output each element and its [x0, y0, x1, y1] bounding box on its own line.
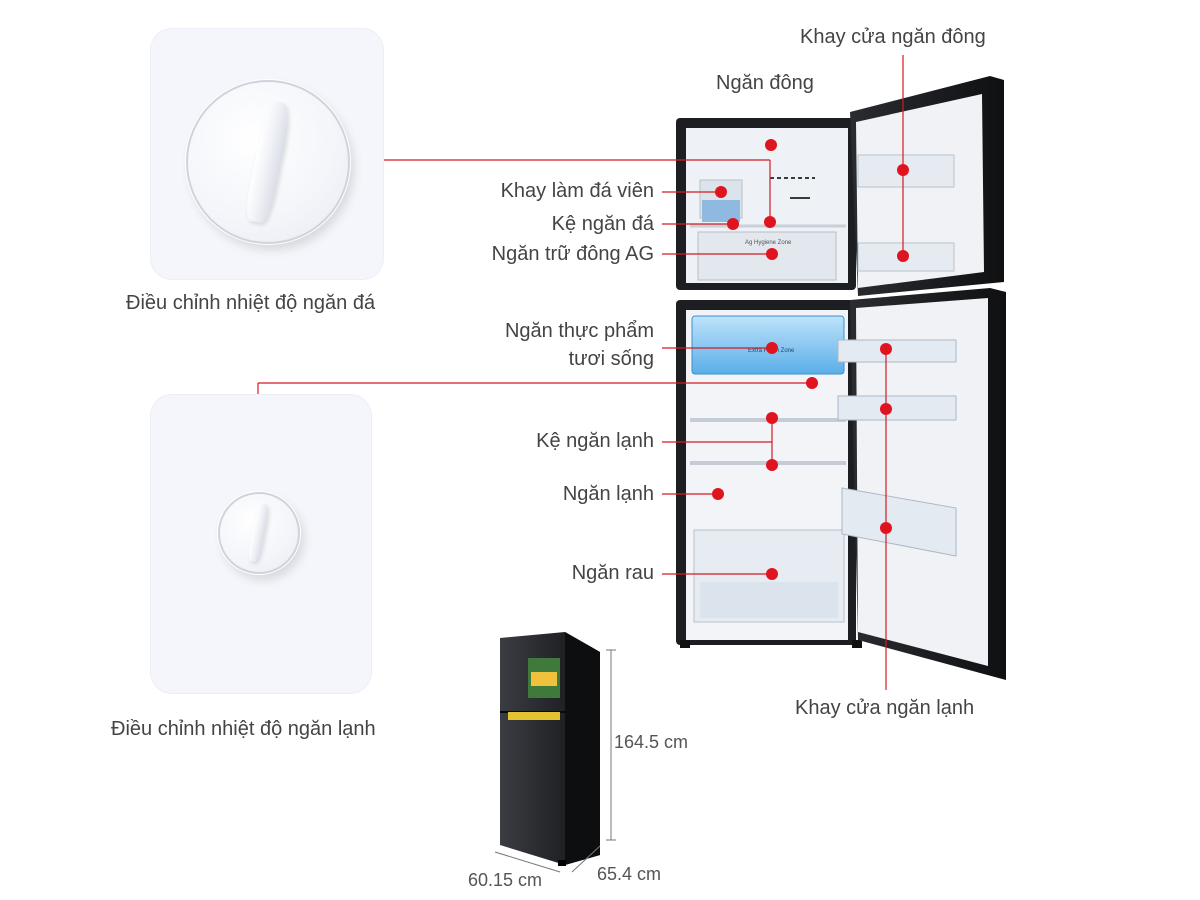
marker-khay-cua-dong-2 [897, 250, 909, 262]
label-ke-ngan-lanh: Kệ ngăn lạnh [536, 430, 654, 453]
label-ngan-dong: Ngăn đông [716, 72, 814, 95]
marker-ke-ngan-da-2 [727, 218, 739, 230]
freezer-temperature-knob[interactable] [186, 80, 350, 244]
marker-khay-cua-lanh-2 [880, 403, 892, 415]
label-dieu-chinh-ngan-lanh: Điều chỉnh nhiệt độ ngăn lạnh [111, 718, 376, 741]
fridge-temperature-knob[interactable] [218, 492, 300, 574]
label-ngan-thuc-pham-line1: Ngăn thực phẩm [505, 320, 654, 343]
knob-ridge [247, 503, 272, 564]
label-ngan-lanh: Ngăn lạnh [563, 483, 654, 506]
marker-khay-lam-da [715, 186, 727, 198]
marker-khay-cua-lanh-3 [880, 522, 892, 534]
marker-ngan-lanh [712, 488, 724, 500]
fridge-knob-tile [150, 394, 372, 694]
closed-fridge-thumbnail [500, 632, 600, 866]
label-dieu-chinh-ngan-da: Điều chỉnh nhiệt độ ngăn đá [126, 292, 375, 315]
marker-thuc-pham [766, 342, 778, 354]
label-khay-cua-ngan-lanh: Khay cửa ngăn lạnh [795, 697, 974, 720]
freezer-door [850, 76, 1004, 296]
svg-text:Ag Hygiene Zone: Ag Hygiene Zone [745, 240, 792, 246]
marker-khay-cua-dong-1 [897, 164, 909, 176]
dimension-depth: 65.4 cm [597, 864, 661, 885]
marker-knob-lanh [806, 377, 818, 389]
marker-ke-lanh-2 [766, 459, 778, 471]
freezer-knob-tile [150, 28, 384, 280]
marker-ngan-rau [766, 568, 778, 580]
knob-ridge [243, 100, 293, 224]
dimension-height: 164.5 cm [614, 732, 688, 753]
marker-ke-ngan-da [764, 216, 776, 228]
marker-khay-cua-lanh-1 [880, 343, 892, 355]
label-ngan-rau: Ngăn rau [572, 562, 654, 585]
label-khay-cua-ngan-dong: Khay cửa ngăn đông [800, 26, 986, 49]
label-ngan-thuc-pham-line2: tươi sống [569, 348, 654, 371]
label-ke-ngan-da: Kệ ngăn đá [552, 213, 654, 236]
dimension-width: 60.15 cm [468, 870, 542, 891]
marker-ngan-dong [765, 139, 777, 151]
marker-ke-lanh-1 [766, 412, 778, 424]
label-khay-lam-da-vien: Khay làm đá viên [501, 180, 654, 203]
marker-ngan-tru-dong [766, 248, 778, 260]
label-ngan-tru-dong-ag: Ngăn trữ đông AG [492, 243, 654, 266]
fridge-door [838, 288, 1006, 680]
